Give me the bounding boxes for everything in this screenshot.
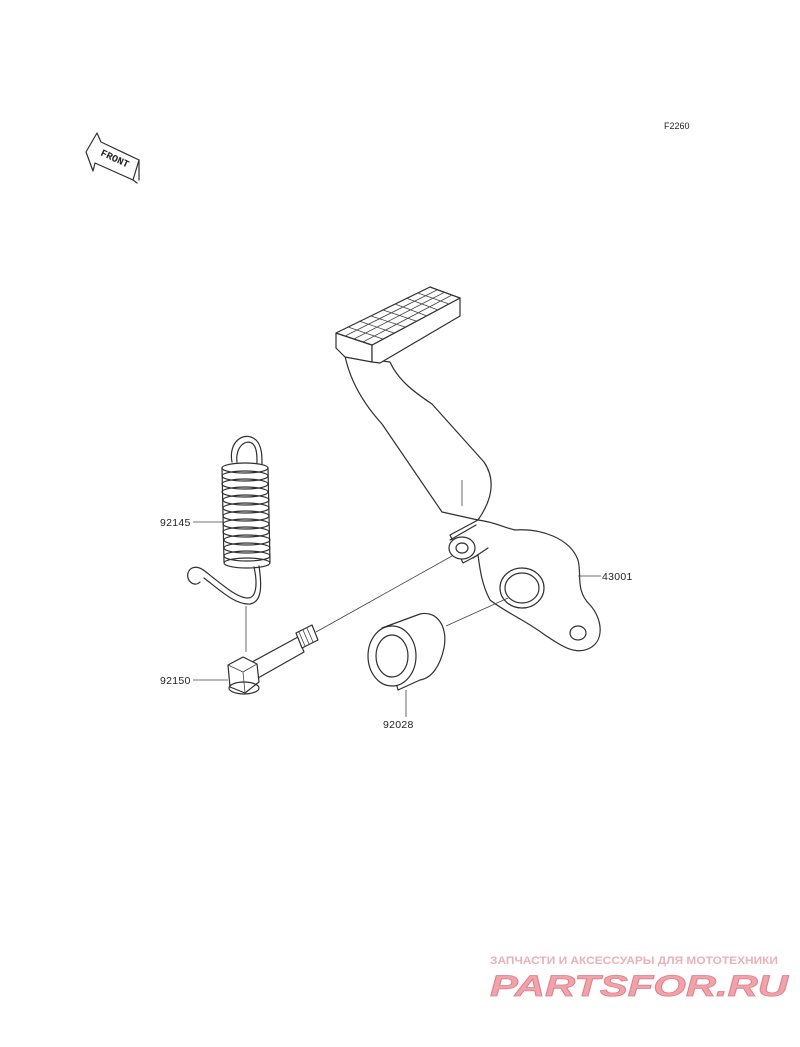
pad-grid-line (370, 315, 406, 328)
callout-collar: 92028 (383, 719, 414, 731)
spring-coil (221, 478, 269, 490)
brake-pedal (335, 286, 601, 652)
pedal-boss-side (449, 524, 489, 559)
pad-grid-line (417, 292, 450, 305)
bolt-thread (302, 629, 310, 645)
pedal-end-hole (569, 625, 587, 641)
spring-coil (222, 502, 270, 514)
front-arrow-shape (85, 132, 140, 181)
front-arrow-depth (132, 179, 138, 184)
spring-coil (221, 462, 269, 474)
spring-coil (222, 494, 270, 506)
callout-spring: 92145 (160, 517, 191, 529)
spring-coil (223, 550, 271, 562)
callout-pedal: 43001 (602, 571, 633, 583)
pedal-arm (344, 355, 492, 521)
pivot-bolt (227, 624, 319, 695)
collar-to-eye-line (445, 597, 509, 627)
bolt-threads (298, 627, 314, 647)
watermark-tagline: ЗАПЧАСТИ И АКСЕССУАРЫ ДЛЯ МОТОТЕХНИКИ (490, 955, 778, 967)
callout-bolt: 92150 (160, 675, 191, 687)
bolt-thread-end (295, 624, 319, 649)
spring-coil (223, 542, 271, 554)
pedal-pivot-eye-inner (504, 572, 540, 604)
collar (367, 612, 446, 691)
pad-grid-line (394, 303, 428, 317)
spring-coil (222, 518, 270, 530)
bolt-flange (228, 681, 260, 695)
spring-coil (223, 557, 271, 569)
watermark-brand: PARTSFOR.RU (490, 970, 790, 1003)
bolt-thread (298, 631, 306, 647)
spring-bottom-hook-inner (203, 565, 262, 605)
spring-coil (222, 510, 270, 522)
pedal-boss-hole (455, 542, 469, 554)
spring-coil (223, 534, 271, 546)
diagram-code: F2260 (664, 121, 690, 131)
return-spring (187, 435, 271, 605)
callouts: 92145 92150 92028 43001 (160, 517, 633, 731)
collar-bore (375, 634, 409, 678)
pad-grid-line (358, 320, 395, 334)
bolt-to-boss-line (315, 555, 453, 633)
pad-grid-line (382, 309, 417, 322)
spring-coil (222, 526, 270, 538)
spring-bottom-hook (187, 566, 257, 599)
spring-top-hook (230, 435, 263, 465)
spring-top-hook-inner (236, 441, 258, 464)
bolt-thread (306, 627, 314, 643)
pedal-pivot-eye (499, 567, 545, 609)
pad-grid-line (347, 326, 384, 340)
spring-coil (221, 486, 269, 498)
alignment-lines (245, 555, 509, 652)
front-arrow-icon: FRONT (85, 132, 140, 184)
spring-coil (221, 470, 269, 482)
pad-grid-line (405, 297, 439, 311)
watermark: ЗАПЧАСТИ И АКСЕССУАРЫ ДЛЯ МОТОТЕХНИКИ PA… (490, 955, 791, 1003)
pedal-pad-grid (344, 289, 453, 343)
spring-coils (221, 462, 271, 569)
bolt-shaft (251, 636, 305, 679)
